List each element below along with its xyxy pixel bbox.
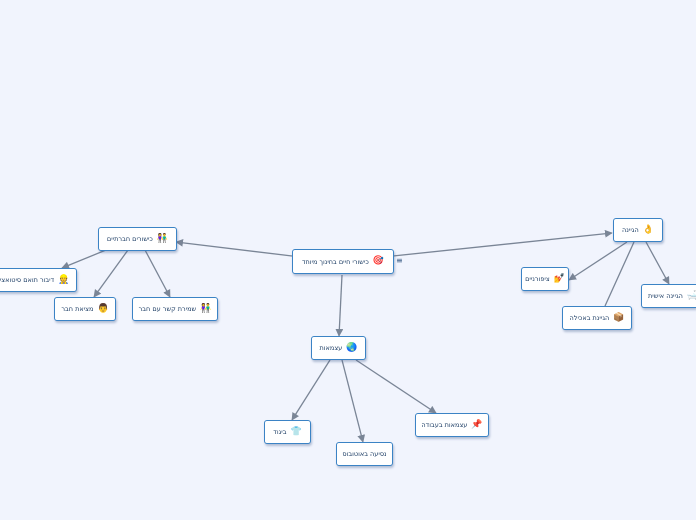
leaf-keep-friend-label: שמירת קשר עם חבר [138,305,197,313]
globe-icon: 🌏 [346,342,358,353]
leaf-work-independence-label: עצמאות בעבודה [421,421,468,429]
nail-polish-icon: 💅 [553,273,565,284]
leaf-bus-ride[interactable]: נסיעה באוטובוס [336,442,393,466]
link-indep-work [355,359,437,414]
link-hyg-shaving [645,241,670,285]
link-hyg-nails [568,241,628,281]
package-icon: 📦 [613,312,625,323]
link-social-talk [61,249,107,269]
leaf-dressing[interactable]: 👕 ביגוד [264,420,311,444]
root-node[interactable]: 🎯 כישורי חיים בחינוך מיוחד [292,249,394,274]
leaf-keep-friend[interactable]: 👫 שמירת קשר עם חבר [132,297,218,321]
leaf-work-independence[interactable]: 📌 עצמאות בעבודה [415,413,489,437]
shirt-icon: 👕 [290,426,302,437]
bathtub-icon: 🛁 [686,290,696,301]
leaf-situational-speech-label: דיבור תואם סיטואציה [0,276,55,284]
leaf-bus-ride-label: נסיעה באוטובוס [342,450,387,458]
friends-icon: 👫 [200,303,212,314]
branch-social-skills[interactable]: 👫 כישורים חברתיים [98,227,177,251]
branch-hygiene[interactable]: 👌 הגיינה [613,218,663,242]
link-indep-bus [341,359,366,443]
leaf-eating-hygiene-label: הגיינת באכילה [569,314,610,322]
link-hyg-eating [604,241,635,307]
leaf-nails-label: ציפורניים [525,275,550,283]
branch-independence-label: עצמאות [319,344,343,352]
link-indep-dressing [291,359,331,421]
link-social-find [93,249,129,298]
leaf-find-friend[interactable]: 👨 מציאת חבר [54,297,116,321]
leaf-personal-hygiene[interactable]: 🛁 הגיינה אישית [641,284,696,308]
root-node-label: כישורי חיים בחינוך מיוחד [301,257,369,266]
pushpin-icon: 📌 [471,419,483,430]
couple-icon: 👫 [156,233,169,244]
leaf-eating-hygiene[interactable]: 📦 הגיינת באכילה [562,306,632,330]
link-root-social [175,238,293,257]
branch-social-skills-label: כישורים חברתיים [106,235,153,243]
ok-hand-icon: 👌 [642,224,654,235]
worker-icon: 👷 [58,274,70,285]
branch-independence[interactable]: 🌏 עצמאות [311,336,366,360]
leaf-nails[interactable]: 💅 ציפורניים [521,267,569,291]
link-root-hygiene [392,229,613,257]
target-icon: 🎯 [372,256,385,266]
man-face-icon: 👨 [97,303,109,314]
leaf-find-friend-label: מציאת חבר [61,305,94,313]
leaf-dressing-label: ביגוד [273,428,287,436]
branch-hygiene-label: הגיינה [622,226,639,234]
link-root-independence [335,274,344,337]
leaf-personal-hygiene-label: הגיינה אישית [648,292,683,300]
menu-icon[interactable]: ≡ [396,256,403,265]
leaf-situational-speech[interactable]: 👷 דיבור תואם סיטואציה [0,268,77,292]
link-social-keep [144,249,171,298]
